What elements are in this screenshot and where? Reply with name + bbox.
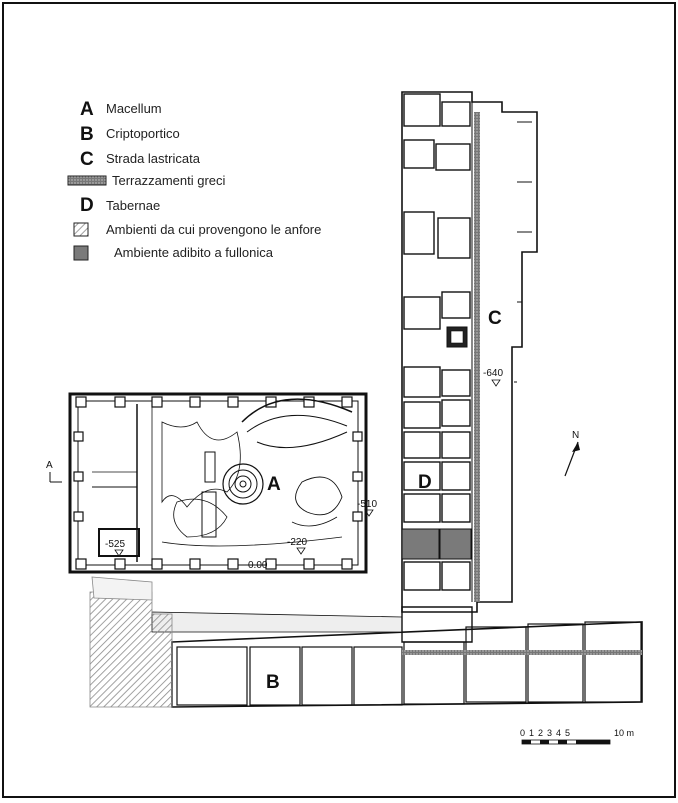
fullonica-room-1 xyxy=(401,528,440,560)
scale-tick-5: 5 xyxy=(565,728,570,738)
scale-tick-1: 1 xyxy=(529,728,534,738)
zone-label-a: A xyxy=(267,474,281,495)
elevation-525: -525 xyxy=(105,539,125,550)
legend-swatch-hatched xyxy=(73,222,89,237)
north-arrow-icon: N xyxy=(564,430,580,477)
scale-end-label: 10 m xyxy=(614,728,634,738)
greek-terrace-north xyxy=(474,112,480,602)
legend-label-macellum: Macellum xyxy=(106,101,162,116)
legend: A Macellum B Criptoportico C Strada last… xyxy=(67,99,321,261)
scale-tick-2: 2 xyxy=(538,728,543,738)
section-marker: A xyxy=(46,460,62,483)
section-marker-label: A xyxy=(46,460,53,471)
zone-label-d: D xyxy=(418,472,432,493)
legend-swatch-fullonica xyxy=(73,245,89,261)
north-label: N xyxy=(572,430,579,441)
scale-bar: 0 1 2 3 4 5 10 m xyxy=(520,728,634,745)
tabernae-strip xyxy=(401,91,538,613)
elevation-000: 0.00 xyxy=(248,560,268,571)
scale-tick-0: 0 xyxy=(520,728,525,738)
macellum-block xyxy=(68,392,368,574)
zone-label-c: C xyxy=(488,308,502,329)
fullonica-room-2 xyxy=(439,528,472,560)
scale-tick-3: 3 xyxy=(547,728,552,738)
legend-label-tabernae: Tabernae xyxy=(106,198,160,213)
zone-label-b: B xyxy=(266,672,280,693)
scale-tick-4: 4 xyxy=(556,728,561,738)
legend-label-terrazzamenti: Terrazzamenti greci xyxy=(112,173,226,188)
legend-key-c: C xyxy=(80,149,94,170)
legend-label-strada: Strada lastricata xyxy=(106,151,201,166)
elevation-640: -640 xyxy=(483,368,503,379)
elevation-510: -510 xyxy=(357,499,377,510)
greek-terrace-south xyxy=(402,650,642,655)
legend-label-fullonica: Ambiente adibito a fullonica xyxy=(114,245,274,260)
legend-key-d: D xyxy=(80,195,94,216)
legend-key-b: B xyxy=(80,124,94,145)
legend-label-criptoportico: Criptoportico xyxy=(106,126,180,141)
legend-label-anfore: Ambienti da cui provengono le anfore xyxy=(106,222,321,237)
legend-swatch-terrace xyxy=(67,175,107,186)
legend-key-a: A xyxy=(80,99,94,120)
elevation-220: -220 xyxy=(287,537,307,548)
